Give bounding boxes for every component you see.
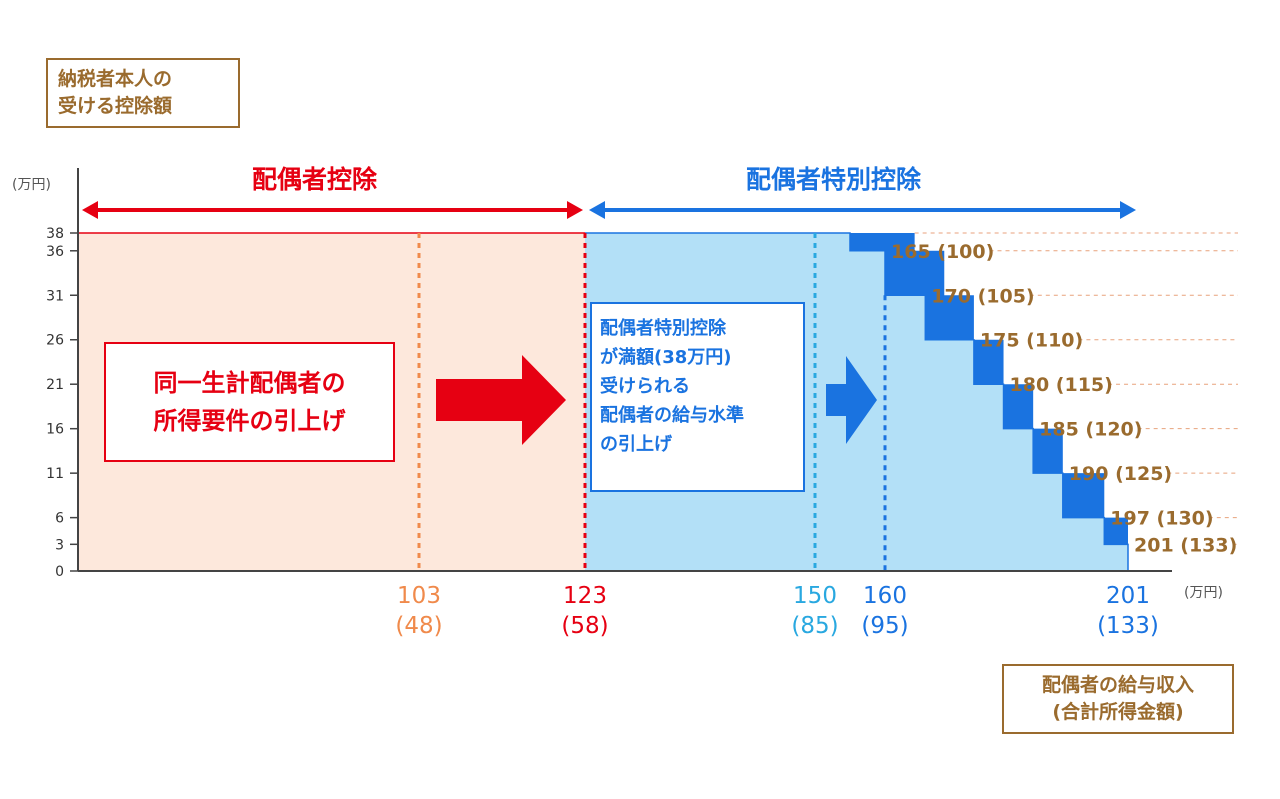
red-callout-line2: 所得要件の引上げ [153, 407, 346, 435]
spouse-range-arrow-head-right [567, 201, 583, 219]
x-axis-title-line1: 配偶者の給与収入 [1041, 674, 1194, 696]
special-deduction-outline [585, 232, 1129, 571]
special-range-arrow-head-right [1120, 201, 1136, 219]
y-tick-label-11: 11 [46, 466, 64, 482]
big-red-arrow [436, 355, 566, 445]
threshold-label-31: 170 (105) [931, 285, 1034, 307]
threshold-label-21: 180 (115) [1010, 374, 1113, 396]
x-marker-label-201: 201 [1106, 583, 1150, 609]
red-callout-line1: 同一生計配偶者の [153, 369, 346, 397]
x-marker-sub-160: (95) [861, 613, 908, 639]
blue-callout-line4: 配偶者の給与水準 [600, 405, 744, 426]
x-marker-label-150: 150 [793, 583, 837, 609]
x-axis-title: 配偶者の給与収入 (合計所得金額) [1002, 664, 1234, 734]
y-tick-label-0: 0 [55, 564, 64, 580]
y-axis-title: 納税者本人の 受ける控除額 [46, 58, 240, 128]
y-tick-label-38: 38 [46, 226, 64, 242]
x-unit-label: (万円) [1184, 585, 1223, 601]
big-blue-arrow [826, 356, 877, 444]
blue-callout-line1: 配偶者特別控除 [600, 318, 726, 339]
y-tick-label-6: 6 [55, 511, 64, 527]
threshold-label-26: 175 (110) [980, 330, 1083, 352]
blue-callout-line2: が満額(38万円) [600, 347, 732, 368]
x-marker-sub-103: (48) [395, 613, 442, 639]
threshold-label-6: 197 (130) [1110, 508, 1213, 530]
threshold-label-16: 185 (120) [1039, 419, 1142, 441]
x-marker-label-160: 160 [863, 583, 907, 609]
blue-callout-line5: の引上げ [600, 434, 672, 455]
y-unit-label: (万円) [12, 177, 51, 193]
y-tick-label-16: 16 [46, 422, 64, 438]
x-marker-sub-201: (133) [1097, 613, 1159, 639]
y-tick-label-3: 3 [55, 537, 64, 553]
special-range-arrow-head-left [589, 201, 605, 219]
y-tick-label-26: 26 [46, 333, 64, 349]
blue-callout-line3: 受けられる [600, 376, 690, 397]
y-tick-label-31: 31 [46, 288, 64, 304]
x-marker-label-123: 123 [563, 583, 607, 609]
blue-callout-box: 配偶者特別控除 が満額(38万円) 受けられる 配偶者の給与水準 の引上げ [590, 302, 805, 492]
spouse-deduction-title: 配偶者控除 [252, 165, 378, 194]
red-callout-box: 同一生計配偶者の 所得要件の引上げ [104, 342, 395, 462]
y-axis-title-line1: 納税者本人の [58, 68, 173, 90]
special-deduction-title: 配偶者特別控除 [746, 165, 922, 194]
threshold-label-11: 190 (125) [1069, 463, 1172, 485]
threshold-label-3: 201 (133) [1134, 534, 1237, 556]
threshold-label-36: 165 (100) [891, 241, 994, 263]
x-marker-sub-150: (85) [791, 613, 838, 639]
y-axis-title-line2: 受ける控除額 [58, 95, 173, 117]
x-marker-sub-123: (58) [561, 613, 608, 639]
x-marker-label-103: 103 [397, 583, 441, 609]
spouse-range-arrow-head-left [82, 201, 98, 219]
y-tick-label-36: 36 [46, 244, 64, 260]
y-tick-label-21: 21 [46, 377, 64, 393]
x-axis-title-line2: (合計所得金額) [1052, 701, 1184, 723]
